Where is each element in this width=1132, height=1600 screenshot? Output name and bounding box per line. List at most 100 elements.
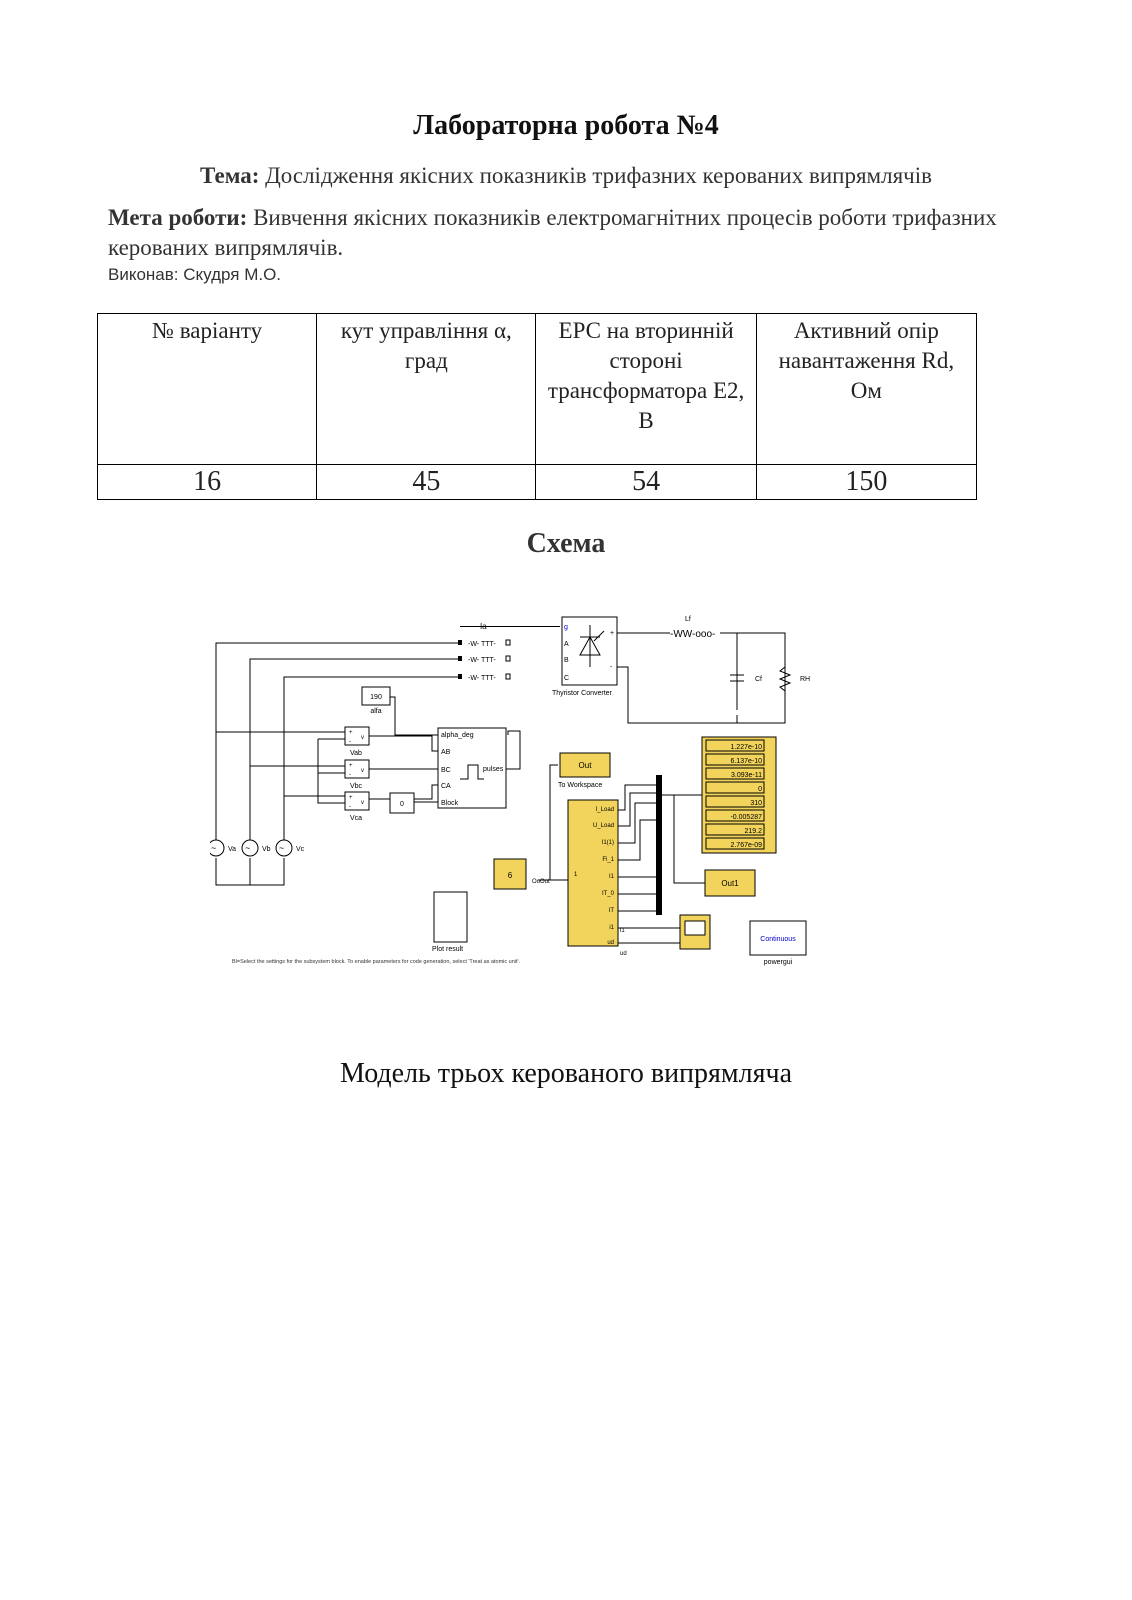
pulse-generator-block[interactable] [437,727,507,809]
svg-text:-W- TTT-: -W- TTT- [468,641,496,648]
mux-bar [656,775,662,915]
resistor-icon [778,666,792,692]
goal-paragraph: Мета роботи: Вивчення якісних показників… [108,203,1028,263]
table-row: 16 45 54 150 [96,464,978,500]
lf-label: Lf [685,616,691,623]
scope-i1-label: i1 [620,928,625,934]
pulse-out-label: pulses [483,766,504,773]
vab-label: Vab [350,750,362,757]
ac-source-va-icon [210,839,225,857]
sub-port-it0: IT_0 [602,891,615,897]
goal-label: Мета роботи: [108,205,248,230]
va-label: Va [228,846,236,853]
out-block-label: Out [579,761,593,770]
vca-v: v [361,800,364,806]
to-workspace-block[interactable] [559,752,611,778]
simulink-diagram: Ia -W- TTT- -W- TTT- -W- TTT- g A B C + … [210,616,810,966]
powergui-block[interactable] [749,920,807,956]
vab-plus: + [349,730,353,736]
ia-measure-icon: -W- TTT- -W- TTT- -W- TTT- [458,639,511,682]
measurement-subsystem[interactable] [567,799,619,947]
sub-port-i1-scope: i1 [609,925,614,931]
sub-port-it: IT [609,908,615,914]
author-line: Виконав: Скудря М.О. [108,265,282,284]
vca-label: Vca [350,815,362,822]
header-variant: № варіанту [96,313,318,465]
cell-angle: 45 [316,464,537,500]
rh-label: RH [800,676,810,683]
scope-icon [684,920,706,936]
vca-block[interactable]: + - v Vca [344,791,370,822]
vbc-v: v [361,768,364,774]
sub-port-i1-1: I1(1) [602,840,614,846]
display-value-3: 3.093e-11 [731,772,762,779]
schema-heading: Схема [526,528,606,559]
svg-text:~: ~ [279,843,284,853]
cf-label: Cf [755,676,762,683]
inductor-icon: -WW-ooo- [670,629,715,640]
vca-plus: + [349,795,353,801]
sub-port-fi1: Fi_1 [602,857,614,863]
vca-minus: - [349,804,351,810]
alfa-constant-block[interactable] [361,686,391,706]
display-value-2: 6.137e-10 [730,758,762,765]
vbc-block[interactable]: + - v Vbc [344,759,370,790]
block-constant[interactable] [389,792,415,814]
scope-ud-label: ud [620,951,627,957]
svg-text:-W- TTT-: -W- TTT- [468,675,496,682]
const-6-block[interactable] [493,858,527,890]
port-c-label: C [564,675,569,682]
capacitor-icon [730,674,744,682]
table-header-row: № варіанту кут управління α, град ЕРС на… [96,313,978,465]
display-value-4: 0 [758,786,762,793]
cell-resistance: 150 [755,464,978,500]
powergui-label: powergui [764,959,793,966]
display-value-5: 310 [750,800,762,807]
thyristor-icon [579,625,605,667]
cell-variant: 16 [96,464,318,500]
header-resistance: Активний опір навантаження Rd, Ом [755,313,978,465]
display-value-7: 219.2 [744,828,762,835]
port-g-label: g [564,624,568,631]
svg-text:-W- TTT-: -W- TTT- [468,657,496,664]
topic-label: Тема: [200,163,260,188]
ac-source-vb-icon [241,839,259,857]
pulse-in-ca: CA [441,783,451,790]
vbc-plus: + [349,763,353,769]
sub-in-label: 1 [574,872,578,878]
sub-port-i1: I1 [609,874,615,880]
sub-port-ud: ud [607,940,614,946]
display-value-1: 1.227e-10 [730,744,762,751]
pulse-wave-icon [460,764,484,780]
out1-block[interactable] [704,869,756,897]
display-value-8: 2.767e-09 [730,842,762,849]
port-minus-label: - [610,664,613,671]
display-value-6: -0.005287 [730,814,762,821]
vbc-minus: - [349,772,351,778]
header-emf: ЕРС на вторинній стороні трансформатора … [535,313,757,465]
alfa-label: alfa [370,708,381,715]
svg-text:~: ~ [245,843,250,853]
vbc-label: Vbc [350,783,363,790]
const-6-value: 6 [508,871,513,880]
block-constant-value: 0 [400,801,404,808]
ac-source-vc-icon [275,839,293,857]
cell-emf: 54 [535,464,757,500]
out1-label: Out1 [721,879,739,888]
pulse-in-alpha: alpha_deg [441,732,474,739]
converter-label: Thyristor Converter [552,690,613,697]
vc-label: Vc [296,846,305,853]
pulse-in-block: Block [441,800,459,807]
plot-result-block[interactable] [433,891,468,943]
header-angle: кут управління α, град [316,313,537,465]
port-b-label: B [564,657,569,664]
vab-v: v [361,735,364,741]
port-a-label: A [564,641,569,648]
plot-result-label: Plot result [432,946,463,953]
pulse-in-bc: BC [441,767,451,774]
document-title: Лабораторна робота №4 [413,110,719,141]
alfa-value: 190 [370,694,382,701]
goal-text: Вивчення якісних показників електромагні… [108,205,997,260]
out-port-label: OuOut [532,879,550,885]
vab-block[interactable]: + - v Vab [344,726,370,757]
